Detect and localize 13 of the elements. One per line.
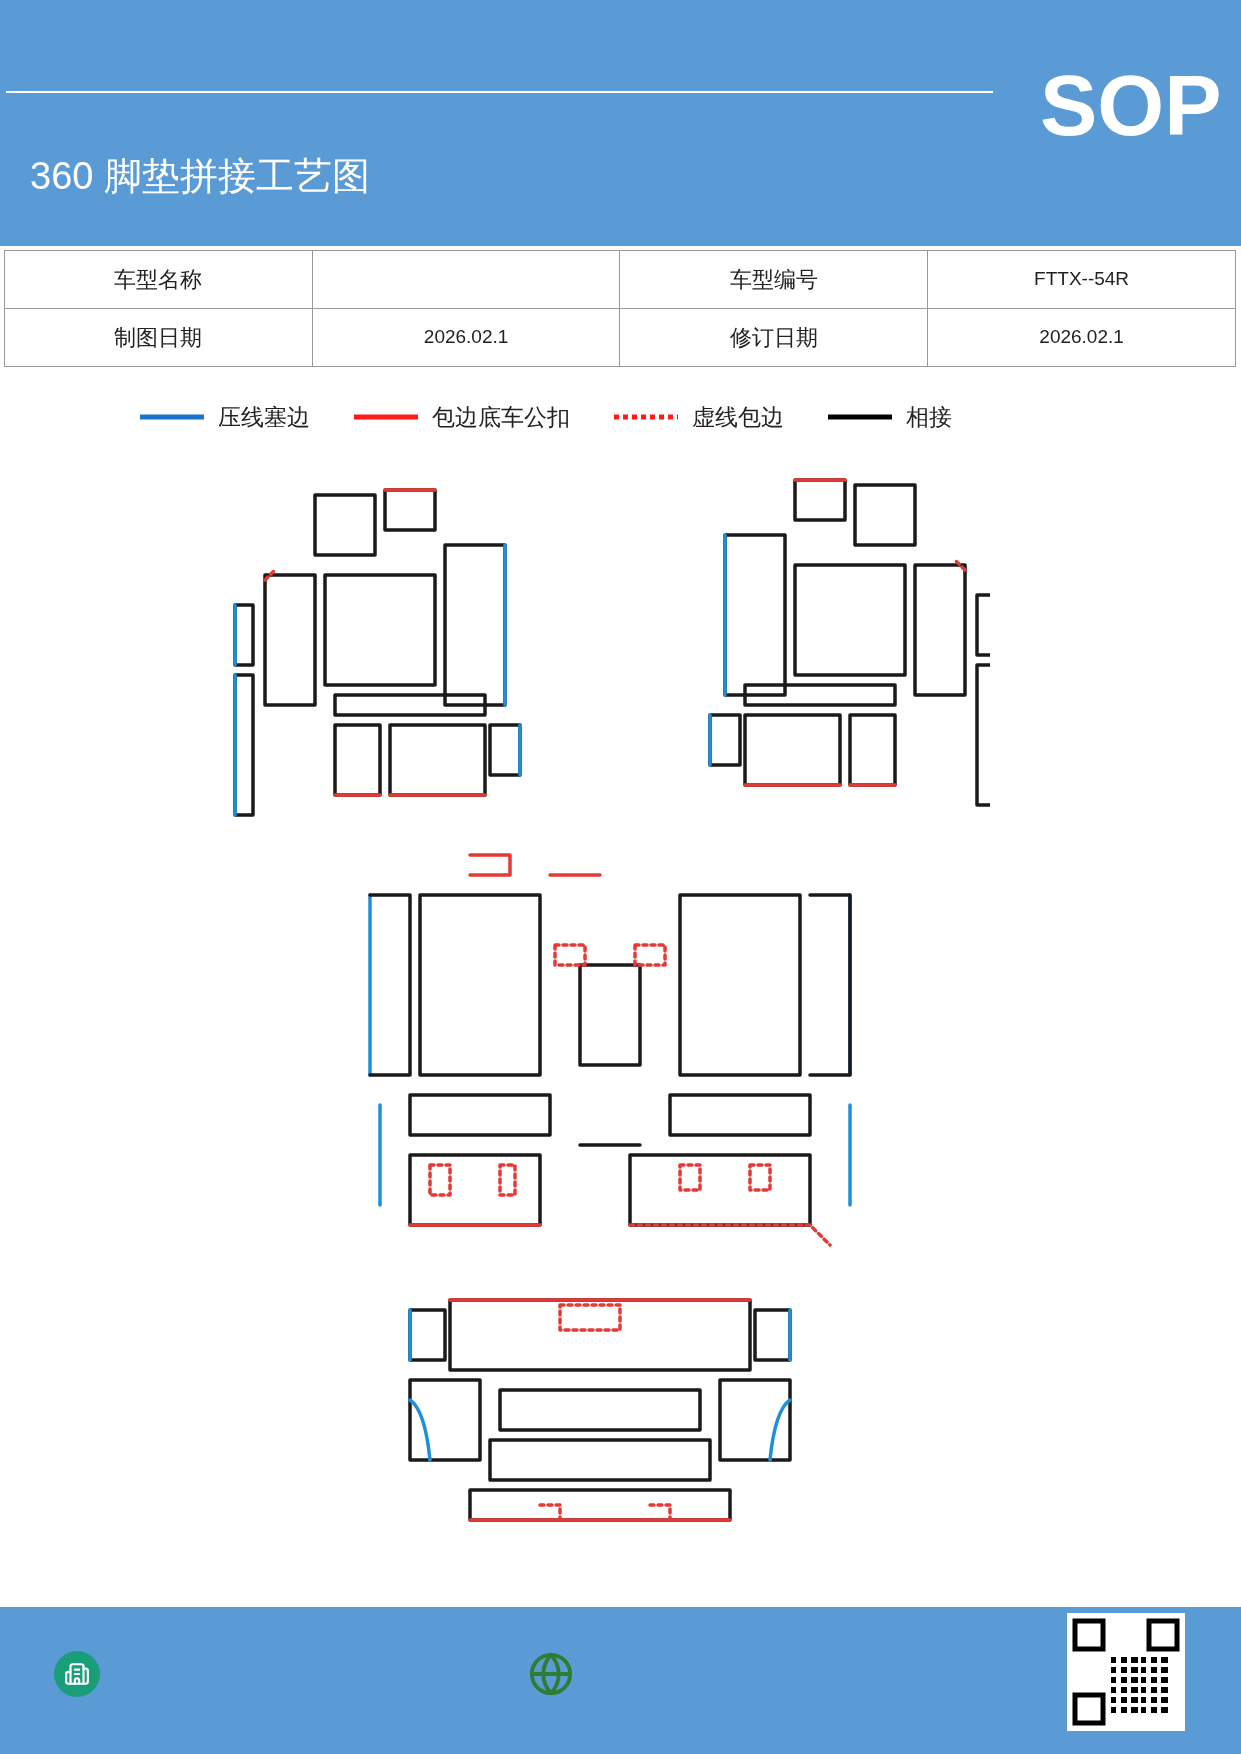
- table-cell: 2026.02.1: [927, 308, 1236, 367]
- document-type: SOP: [1040, 62, 1222, 148]
- title: 360 脚垫拼接工艺图: [30, 154, 370, 199]
- table-cell: 车型名称: [4, 250, 313, 309]
- legend-label: 相接: [906, 403, 952, 432]
- table-cell: FTTX--54R: [927, 250, 1236, 309]
- table-cell: 2026.02.1: [312, 308, 620, 367]
- legend-label: 包边底车公扣: [432, 403, 570, 432]
- table-cell: 车型编号: [620, 250, 928, 309]
- legend-label: 压线塞边: [218, 403, 310, 432]
- table-cell: 修订日期: [620, 308, 928, 367]
- table-cell: 制图日期: [4, 308, 313, 367]
- legend-label: 虚线包边: [692, 403, 784, 432]
